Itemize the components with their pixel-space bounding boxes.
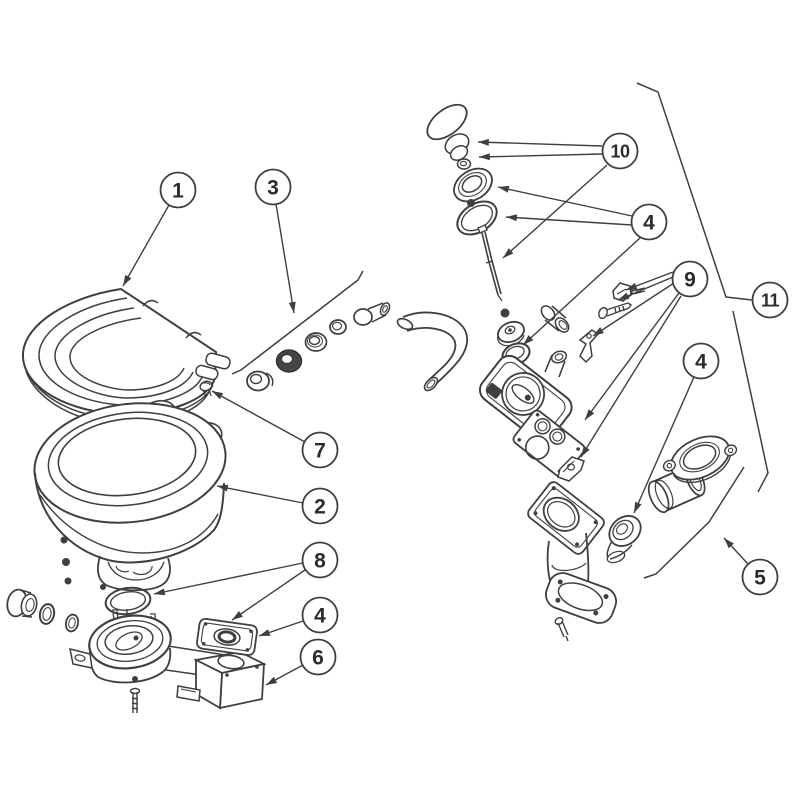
callout-5-label: 5 [754,567,766,590]
pump-handle-assembly [426,103,531,376]
callout-1-label: 1 [172,180,184,203]
discharge-nozzle [540,305,570,333]
pump-seal-kit [231,270,391,392]
callout-9: 9 [671,260,709,298]
leader-6-valve-box [265,664,304,686]
group-bracket-lines [636,82,769,579]
leader-4-bearing-cap [497,185,633,217]
leader-10-handle-cap [477,138,603,147]
callout-7-label: 7 [314,440,326,463]
callout-4c: 4 [301,596,339,634]
seat-hinge-screw [199,380,213,398]
callout-1: 1 [159,171,197,209]
leader-3-seal-kit [275,203,296,314]
joker-valve [606,515,642,564]
leader-10-piston-rod [502,164,608,259]
callout-4c-label: 4 [314,605,326,628]
callout-2: 2 [301,487,339,525]
leader-5-discharge-group [723,537,749,565]
leader-1-seat [122,204,170,287]
leader-9-lower-bracket [580,295,682,458]
leader-4-piston-seal [522,237,641,346]
toilet-bowl [33,399,227,592]
callout-4a-label: 4 [643,212,655,235]
callout-5: 5 [741,558,779,596]
leader-9-plate [584,292,680,421]
callout-6: 6 [299,638,337,676]
callout-10-label: 10 [610,141,630,161]
leader-4-plate [258,620,304,637]
leader-8-gasket-ring [153,562,304,596]
leader-9-screw [617,276,674,301]
callout-4b-label: 4 [695,351,707,374]
callout-8-label: 8 [314,550,326,573]
callout-3: 3 [254,168,292,206]
flush-tube [396,311,469,392]
callout-10: 10 [601,132,639,170]
callout-11: 11 [751,281,789,319]
leader-4-oring [505,214,633,226]
bracket-line-5 [643,466,745,579]
leader-2-bowl [216,484,304,504]
callout-balloons: 1 3 10 4 9 11 4 7 [159,132,789,676]
leader-9-clamp [625,271,674,291]
toilet-seat-lid [21,287,231,425]
leader-9-bracket [592,282,675,337]
callout-4a: 4 [630,203,668,241]
callout-4b: 4 [682,342,720,380]
discharge-elbow-base [527,481,618,642]
pump-bracket [557,456,585,482]
callout-6-label: 6 [312,647,324,670]
pump-base-assembly [6,584,267,713]
callout-11-label: 11 [761,290,780,310]
callout-9-label: 9 [684,269,696,292]
callout-7: 7 [301,431,339,469]
leader-arrows [122,138,749,686]
callout-8: 8 [301,541,339,579]
leader-8-plate [231,569,306,621]
bracket-line-11-lower [732,310,769,493]
base-gasket-plate [196,617,258,657]
leader-4-joker-valve [633,376,695,514]
callout-3-label: 3 [267,177,279,200]
outlet-flange [662,435,738,484]
leader-10-handle-nut [478,153,603,161]
callout-2-label: 2 [314,496,326,519]
leader-7-hinge-screw [211,390,306,443]
bracket-line-11-upper [636,82,753,301]
